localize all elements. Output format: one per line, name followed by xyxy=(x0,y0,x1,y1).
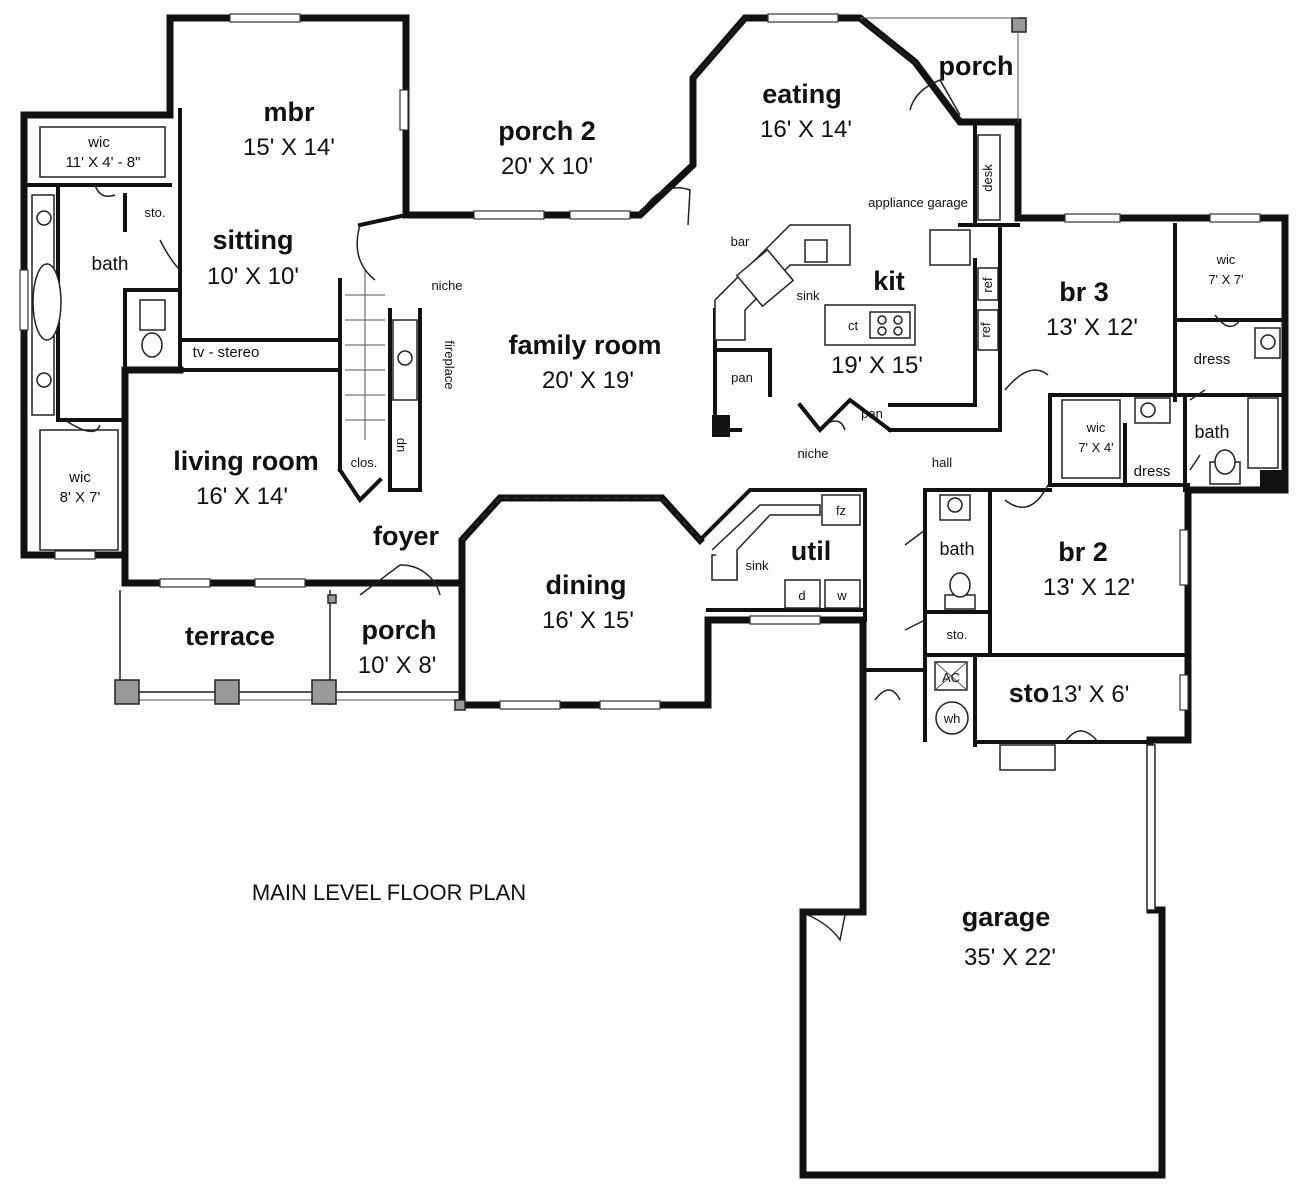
label-dress-br2: dress xyxy=(1134,463,1171,480)
room-size-family: 20' X 19' xyxy=(542,367,634,394)
room-name-br2: br 2 xyxy=(1058,537,1108,567)
interior-walls xyxy=(22,108,1287,747)
label-pan-2: pan xyxy=(861,406,883,421)
room-name-kit: kit xyxy=(873,266,905,296)
room-name-br3: br 3 xyxy=(1059,277,1109,307)
room-name-porch-front: porch xyxy=(361,615,436,645)
label-clos: clos. xyxy=(351,455,378,470)
label-wic-lower-size: 8' X 7' xyxy=(60,489,101,506)
room-size-kit: 19' X 15' xyxy=(831,352,923,379)
room-size-porch2: 20' X 10' xyxy=(501,153,593,180)
room-name-foyer: foyer xyxy=(373,521,440,551)
label-tv-stereo: tv - stereo xyxy=(193,344,260,361)
label-ref-2: ref xyxy=(978,322,993,338)
room-name-dining: dining xyxy=(546,570,627,600)
label-bath-hall: bath xyxy=(939,539,974,559)
room-name-sitting: sitting xyxy=(213,225,294,255)
label-wic-br3: wic xyxy=(1216,252,1236,267)
room-name-mbr: mbr xyxy=(263,97,315,127)
label-niche-bottom: niche xyxy=(797,446,828,461)
label-niche-top: niche xyxy=(431,278,462,293)
label-wic-br3-size: 7' X 7' xyxy=(1208,272,1243,287)
label-bar: bar xyxy=(731,234,750,249)
label-w: w xyxy=(836,588,847,603)
room-size-living: 16' X 14' xyxy=(196,483,288,510)
label-bath-master: bath xyxy=(92,254,129,275)
room-size-dining: 16' X 15' xyxy=(542,607,634,634)
room-name-living: living room xyxy=(173,446,319,476)
label-hall: hall xyxy=(932,455,952,470)
label-ac: AC xyxy=(942,670,960,685)
label-wic-br2-size: 7' X 4' xyxy=(1078,440,1113,455)
doors xyxy=(64,79,1241,942)
room-size-garage: 35' X 22' xyxy=(964,944,1056,971)
room-name-porch-rear: porch xyxy=(938,51,1013,81)
terrace-porch xyxy=(114,17,1027,711)
room-size-sitting: 10' X 10' xyxy=(207,263,299,290)
plan-title: MAIN LEVEL FLOOR PLAN xyxy=(252,880,526,905)
windows xyxy=(19,13,1261,711)
label-desk: desk xyxy=(980,164,995,192)
room-size-sto-big: 13' X 6' xyxy=(1051,681,1130,708)
label-wic-master: wic xyxy=(87,134,110,151)
label-sto-hall: sto. xyxy=(947,627,968,642)
room-size-porch-front: 10' X 8' xyxy=(358,652,437,679)
room-name-sto-big: sto xyxy=(1009,678,1050,708)
label-pan-1: pan xyxy=(731,370,753,385)
label-fz: fz xyxy=(836,503,846,518)
label-wic-master-size: 11' X 4' - 8" xyxy=(66,154,141,171)
label-sto-master: sto. xyxy=(145,205,166,220)
room-size-br2: 13' X 12' xyxy=(1043,574,1135,601)
room-name-terrace: terrace xyxy=(185,621,275,651)
room-name-garage: garage xyxy=(962,902,1051,932)
label-ref-1: ref xyxy=(980,277,995,293)
label-d: d xyxy=(798,588,805,603)
label-dress-br3: dress xyxy=(1194,351,1231,368)
label-wic-lower: wic xyxy=(68,469,91,486)
label-sink-kit: sink xyxy=(796,288,820,303)
fixtures xyxy=(31,126,1282,911)
label-sink-util: sink xyxy=(745,558,769,573)
label-fireplace: fireplace xyxy=(442,340,457,389)
room-size-br3: 13' X 12' xyxy=(1046,314,1138,341)
label-wic-br2: wic xyxy=(1086,420,1106,435)
label-up: up xyxy=(392,438,407,452)
room-name-family: family room xyxy=(508,330,661,360)
room-name-eating: eating xyxy=(762,79,842,109)
label-appliance-garage: appliance garage xyxy=(868,195,968,210)
room-size-eating: 16' X 14' xyxy=(760,116,852,143)
label-bath-br: bath xyxy=(1194,422,1229,442)
room-name-porch2: porch 2 xyxy=(498,116,596,146)
room-name-util: util xyxy=(791,536,832,566)
room-labels: mbr 15' X 14' sitting 10' X 10' porch 2 … xyxy=(173,51,1138,971)
fixture-labels: wic 11' X 4' - 8" sto. bath tv - stereo … xyxy=(60,134,1244,726)
label-wh: wh xyxy=(943,711,961,726)
label-ct: ct xyxy=(848,318,859,333)
room-size-mbr: 15' X 14' xyxy=(243,134,335,161)
